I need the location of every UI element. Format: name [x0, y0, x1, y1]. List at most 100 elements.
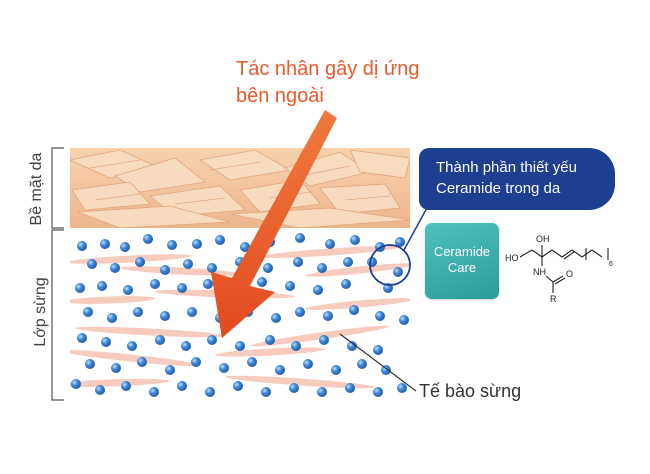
lipid-dot — [181, 341, 191, 351]
lipid-dot — [263, 263, 273, 273]
lipid-dot — [325, 239, 335, 249]
lipid-dot — [317, 263, 327, 273]
ceramide-molecule — [519, 245, 609, 293]
lipid-dot — [187, 307, 197, 317]
lipid-dot — [77, 333, 87, 343]
lipid-dot — [233, 381, 243, 391]
cell-leader-line — [339, 333, 417, 392]
lipid-dot — [160, 311, 170, 321]
lipid-dot — [207, 263, 217, 273]
allergen-arrow — [211, 110, 337, 338]
keratinocyte-label: Tế bào sừng — [419, 381, 522, 401]
lipid-dot — [219, 363, 229, 373]
lipid-dot — [215, 235, 225, 245]
lipid-dot — [71, 379, 81, 389]
molecule-oh-left: HO — [505, 253, 519, 263]
lipid-dot — [191, 357, 201, 367]
magnifier-circle — [369, 244, 411, 286]
lipid-dot — [331, 365, 341, 375]
lipid-dot — [295, 307, 305, 317]
lipid-dot — [155, 335, 165, 345]
lipid-dot — [207, 335, 217, 345]
lipid-dot — [293, 257, 303, 267]
ceramide-callout-box — [419, 148, 615, 210]
lipid-dot — [373, 387, 383, 397]
callout-line2: Ceramide trong da — [436, 180, 561, 197]
lipid-dot — [85, 359, 95, 369]
lipid-dot — [341, 279, 351, 289]
lipid-dot — [349, 305, 359, 315]
skin-surface-label: Bề mặt da — [28, 152, 45, 226]
lipid-dot — [87, 259, 97, 269]
molecule-oh-top: OH — [536, 234, 550, 244]
allergen-label-line2: bên ngoài — [236, 85, 324, 107]
lipid-dot — [135, 257, 145, 267]
lipid-dot — [395, 237, 405, 247]
lipid-dot — [150, 279, 160, 289]
molecule-r: R — [550, 294, 557, 304]
lipid-dot — [393, 267, 403, 277]
lipid-dot — [101, 337, 111, 347]
ceramide-care-badge — [425, 223, 499, 299]
lipid-dot — [319, 335, 329, 345]
lipid-dot — [123, 285, 133, 295]
allergen-label: Tác nhân gây dị ứng bên ngoài — [236, 56, 420, 110]
lipid-dot — [357, 359, 367, 369]
lipid-dot — [317, 387, 327, 397]
lipid-dot — [97, 281, 107, 291]
lipid-dot — [399, 315, 409, 325]
lipid-dot — [177, 283, 187, 293]
lipid-dot — [167, 240, 177, 250]
lipid-dot — [295, 233, 305, 243]
lipid-dot — [247, 357, 257, 367]
ceramide-callout-text: Thành phần thiết yếu Ceramide trong da — [436, 157, 577, 199]
lipid-dot — [143, 234, 153, 244]
lipid-dot — [121, 381, 131, 391]
lipid-dot — [110, 263, 120, 273]
lipid-dot — [275, 365, 285, 375]
allergen-label-line1: Tác nhân gây dị ứng — [236, 58, 420, 80]
lipid-dot — [381, 365, 391, 375]
lipid-dot — [323, 311, 333, 321]
callout-line1: Thành phần thiết yếu — [436, 159, 577, 176]
lipid-dot — [205, 387, 215, 397]
lipid-dot — [100, 239, 110, 249]
badge-line1: Ceramide — [433, 244, 491, 259]
lipid-dot — [257, 277, 267, 287]
lipid-dot — [375, 311, 385, 321]
lipid-dot — [160, 265, 170, 275]
lipid-dot — [120, 242, 130, 252]
horny-layer — [70, 228, 410, 400]
lipid-dot — [137, 357, 147, 367]
lipid-dot — [343, 257, 353, 267]
lipid-dot — [77, 241, 87, 251]
lipid-dot — [285, 281, 295, 291]
lipid-dot — [345, 383, 355, 393]
molecule-o: O — [566, 269, 573, 279]
lipid-dot — [397, 383, 407, 393]
lipid-dot — [289, 383, 299, 393]
lipid-dot — [183, 259, 193, 269]
horny-layer-label: Lớp sừng — [32, 277, 49, 347]
lipid-dot — [291, 341, 301, 351]
lipid-dot — [303, 359, 313, 369]
lipid-dot — [111, 363, 121, 373]
molecule-nh: NH — [533, 267, 546, 277]
lipid-dot — [127, 341, 137, 351]
lipid-dot — [203, 279, 213, 289]
lipid-dot — [107, 313, 117, 323]
lipid-dot — [83, 307, 93, 317]
lipid-dot — [347, 341, 357, 351]
layer-brackets — [51, 147, 64, 401]
lipid-dot — [177, 381, 187, 391]
skin-surface-layer — [70, 148, 410, 229]
lipid-dot — [265, 335, 275, 345]
lipid-dot — [313, 285, 323, 295]
molecule-subscript: 6 — [609, 261, 613, 268]
lipid-dot — [240, 242, 250, 252]
lipid-dot — [149, 387, 159, 397]
callout-connector — [403, 205, 429, 251]
lipid-dot — [75, 283, 85, 293]
